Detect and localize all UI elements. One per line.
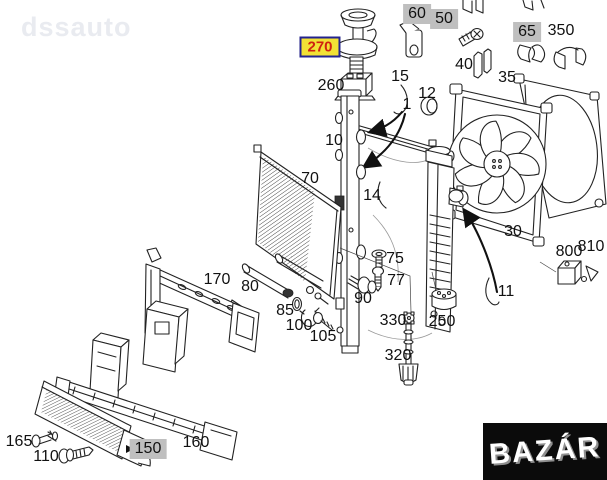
part-label-170[interactable]: 170 (203, 271, 231, 288)
part-110-screw (58, 446, 94, 464)
part-label-60[interactable]: 60 (403, 4, 431, 24)
part-65-clamp (517, 44, 546, 63)
part-label-105[interactable]: 105 (309, 328, 337, 345)
part-105-bolt (312, 311, 334, 331)
arrow-1-upper (366, 110, 404, 137)
part-label-810[interactable]: 810 (577, 238, 605, 255)
part-label-50[interactable]: 50 (430, 9, 458, 29)
vendor-logo: BAZÁR (483, 423, 607, 480)
part-label-85[interactable]: 85 (276, 302, 294, 319)
part-330-plug (339, 247, 415, 325)
part-label-11[interactable]: 11 (497, 283, 515, 300)
part-label-70[interactable]: 70 (301, 170, 319, 187)
part-label-320[interactable]: 320 (384, 347, 412, 364)
part-810-valve (580, 265, 599, 283)
part-14-hook (377, 181, 387, 209)
arrow-1-lower (361, 112, 407, 169)
part-label-65[interactable]: 65 (513, 22, 541, 42)
part-label-12[interactable]: 12 (418, 85, 436, 102)
part-11-hose (462, 207, 500, 306)
part-label-800[interactable]: 800 (555, 243, 583, 260)
part-label-80[interactable]: 80 (241, 278, 259, 295)
part-label-100[interactable]: 100 (285, 317, 313, 334)
part-50-screw (458, 27, 484, 47)
part-250-canister (431, 271, 457, 311)
part-label-270[interactable]: 270 (299, 36, 341, 58)
watermark: dssauto (21, 12, 132, 42)
part-label-150[interactable]: 150 (129, 439, 167, 459)
part-70-condenser (253, 144, 342, 305)
part-80-pipe (241, 253, 324, 299)
part-12-grommet (420, 96, 438, 116)
part-label-160[interactable]: 160 (182, 434, 210, 451)
part-320-drain (398, 323, 419, 386)
part-90-fitting (347, 275, 377, 294)
part-40-bracket (473, 48, 492, 79)
part-165-pin (31, 430, 59, 448)
part-800-block (539, 260, 582, 285)
part-label-1[interactable]: 1 (402, 96, 412, 113)
part-label-10[interactable]: 10 (325, 132, 343, 149)
part-label-30[interactable]: 30 (504, 223, 522, 240)
part-label-77[interactable]: 77 (387, 272, 405, 289)
part-60-clamp (399, 20, 423, 58)
part-85-oring (291, 296, 303, 312)
part-label-110[interactable]: 110 (33, 448, 59, 465)
part-350-clamp (553, 46, 587, 70)
part-30-fan (443, 83, 553, 247)
part-label-40[interactable]: 40 (455, 56, 473, 73)
part-label-165[interactable]: 165 (5, 433, 33, 450)
part-label-350[interactable]: 350 (547, 22, 575, 39)
part-label-260[interactable]: 260 (317, 77, 345, 94)
part-170-crossmember (144, 247, 260, 353)
part-label-15[interactable]: 15 (391, 68, 409, 85)
part-label-250[interactable]: 250 (428, 313, 456, 330)
part-label-330[interactable]: 330 (379, 312, 407, 329)
part-label-35[interactable]: 35 (498, 69, 516, 86)
vendor-logo-text: BAZÁR (488, 431, 602, 471)
part-75-bolt (371, 249, 387, 268)
part-label-90[interactable]: 90 (354, 290, 372, 307)
cutoff-clips (462, 0, 545, 14)
part-label-75[interactable]: 75 (386, 250, 404, 267)
part-160-carrier (54, 300, 238, 461)
part-label-14[interactable]: 14 (363, 187, 381, 204)
